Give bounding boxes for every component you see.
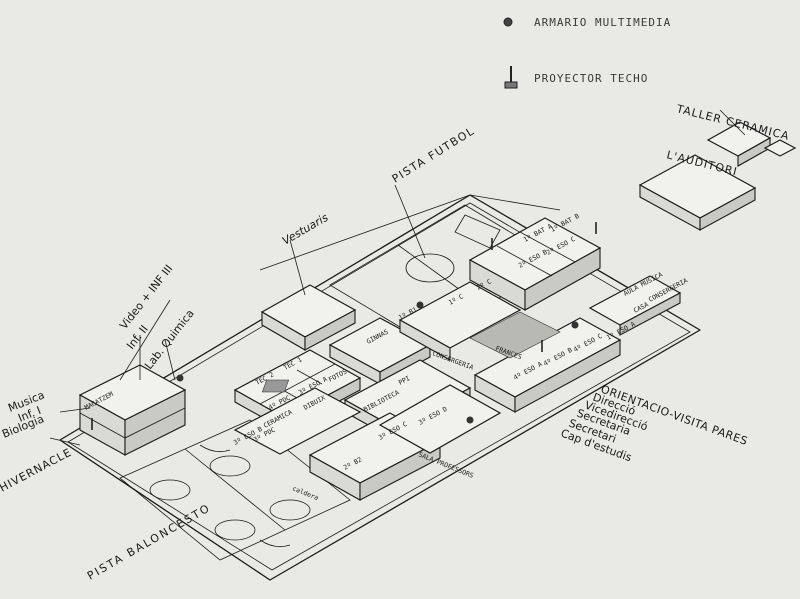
label-lab-quimica: Lab. Quimica — [142, 307, 197, 372]
basketball-courts — [119, 419, 351, 561]
vestuaris-building — [260, 284, 357, 351]
label-pista-futbol: PISTA FUTBOL — [390, 124, 477, 185]
projector-markers — [91, 222, 597, 430]
ceiling-projector-icon — [504, 66, 518, 89]
central-courtyard — [469, 311, 561, 359]
label-video-inf3: Video + INF III — [117, 262, 175, 332]
east-wing — [473, 275, 682, 413]
label-hivernacle: HIVERNACLE — [0, 446, 74, 495]
label-pista-baloncesto: PISTA BALONCESTO — [85, 501, 213, 582]
leader-lines — [49, 109, 746, 446]
label-vestuaris: Vestuaris — [280, 211, 331, 248]
legend: ARMARIO MULTIMEDIA PROYECTOR TECHO — [503, 16, 671, 89]
northeast-classrooms — [398, 217, 602, 361]
legend-projector-label: PROYECTOR TECHO — [534, 72, 648, 85]
room-consergeria: CONSERGERIA — [431, 349, 474, 371]
labs-wing — [78, 364, 187, 456]
room-caldera: caldera — [291, 484, 319, 502]
multimedia-cabinet-icon — [503, 17, 513, 27]
lower-classrooms — [233, 384, 502, 501]
legend-multimedia-label: ARMARIO MULTIMEDIA — [534, 16, 671, 29]
multimedia-markers — [176, 301, 579, 424]
auditori-building — [638, 121, 797, 231]
gymnasium — [328, 317, 432, 385]
